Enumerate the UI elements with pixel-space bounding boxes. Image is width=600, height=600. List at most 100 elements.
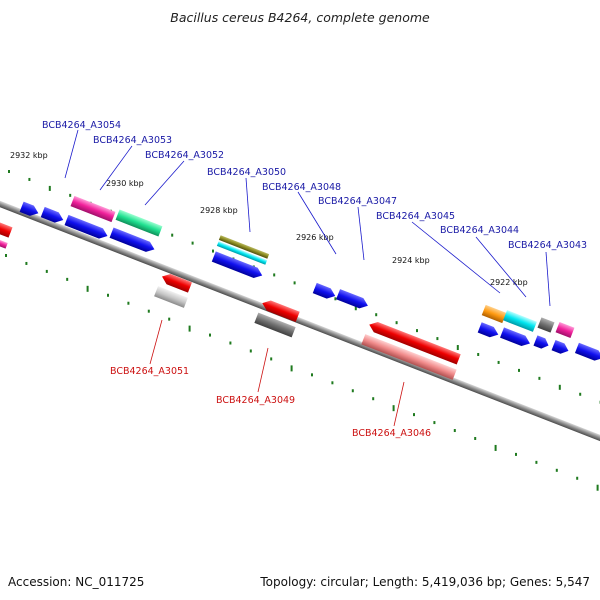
gene-label[interactable]: BCB4264_A3048 — [262, 182, 341, 193]
label-leader-line — [297, 191, 337, 255]
gene-block[interactable] — [361, 334, 457, 380]
label-leader-line — [257, 347, 269, 393]
inner-tick — [107, 293, 109, 297]
inner-tick — [351, 389, 354, 393]
outer-tick — [28, 177, 31, 181]
gene-block[interactable] — [218, 235, 270, 259]
ruler-label: 2928 kbp — [200, 206, 238, 215]
label-leader-line — [411, 221, 501, 294]
outer-tick — [273, 273, 276, 277]
inner-tick — [45, 269, 48, 273]
label-leader-line — [393, 381, 405, 427]
outer-tick — [191, 241, 194, 245]
outer-tick — [518, 368, 520, 372]
label-leader-line — [545, 251, 551, 307]
gene-arrow[interactable] — [260, 298, 300, 323]
inner-tick — [5, 254, 7, 257]
outer-tick — [354, 305, 357, 311]
ruler-label: 2922 kbp — [490, 278, 528, 287]
outer-tick — [48, 185, 51, 191]
gene-block[interactable] — [254, 312, 296, 338]
label-leader-line — [99, 145, 133, 191]
gene-block[interactable] — [0, 239, 8, 249]
gene-arrow[interactable] — [574, 342, 600, 363]
gene-label[interactable]: BCB4264_A3052 — [145, 150, 224, 161]
genome-backbone — [0, 197, 600, 451]
ruler-label: 2924 kbp — [392, 256, 430, 265]
inner-tick — [209, 333, 211, 337]
gene-arrow[interactable] — [40, 206, 65, 225]
gene-arrow[interactable] — [109, 227, 157, 255]
inner-tick — [433, 421, 436, 425]
inner-tick — [66, 277, 69, 281]
gene-arrow[interactable] — [500, 327, 532, 348]
gene-arrow[interactable] — [477, 322, 501, 340]
genome-summary-text: Topology: circular; Length: 5,419,036 bp… — [259, 575, 590, 589]
gene-arrow[interactable] — [533, 335, 550, 350]
inner-tick — [290, 365, 293, 372]
gene-arrow[interactable] — [160, 271, 192, 293]
gene-block[interactable] — [154, 286, 188, 308]
gene-block[interactable] — [115, 209, 163, 237]
outer-tick — [477, 352, 480, 356]
inner-tick — [392, 405, 395, 412]
gene-label[interactable]: BCB4264_A3045 — [376, 211, 455, 222]
gene-block[interactable] — [481, 304, 507, 324]
gene-block[interactable] — [555, 321, 575, 339]
inner-tick — [413, 413, 415, 417]
gene-label[interactable]: BCB4264_A3046 — [352, 428, 431, 439]
gene-arrow[interactable] — [312, 282, 337, 301]
outer-tick — [416, 329, 418, 333]
outer-tick — [497, 360, 500, 364]
label-leader-line — [64, 129, 79, 179]
gene-label[interactable]: BCB4264_A3053 — [93, 135, 172, 146]
gene-label[interactable]: BCB4264_A3054 — [42, 120, 121, 131]
gene-arrow[interactable] — [211, 251, 264, 280]
gene-arrow[interactable] — [367, 319, 461, 365]
gene-label[interactable]: BCB4264_A3047 — [318, 196, 397, 207]
inner-tick — [249, 349, 252, 353]
inner-tick-track — [5, 254, 599, 491]
inner-tick — [372, 397, 375, 401]
outer-tick — [293, 281, 296, 285]
inner-tick — [331, 381, 334, 385]
label-leader-line — [144, 160, 185, 206]
inner-tick — [576, 476, 579, 480]
gene-label[interactable]: BCB4264_A3051 — [110, 366, 189, 377]
accession-text: Accession: NC_011725 — [8, 575, 144, 589]
gene-block[interactable] — [216, 241, 268, 265]
gene-label[interactable]: BCB4264_A3043 — [508, 240, 587, 251]
gene-block[interactable] — [503, 310, 537, 332]
label-leader-line — [475, 236, 527, 298]
ruler-label: 2932 kbp — [10, 151, 48, 160]
outer-tick — [538, 376, 541, 380]
gene-label[interactable]: BCB4264_A3050 — [207, 167, 286, 178]
inner-tick — [515, 452, 517, 456]
outer-tick — [395, 321, 398, 325]
outer-tick — [69, 193, 72, 197]
inner-tick — [25, 261, 28, 265]
inner-tick — [535, 460, 538, 464]
inner-tick — [188, 325, 191, 332]
gene-label[interactable]: BCB4264_A3044 — [440, 225, 519, 236]
inner-tick — [86, 285, 89, 292]
inner-tick — [147, 309, 150, 313]
outer-tick — [171, 233, 174, 237]
gene-label[interactable]: BCB4264_A3049 — [216, 395, 295, 406]
gene-arrow[interactable] — [64, 214, 110, 241]
outer-tick — [212, 249, 214, 253]
gene-arrow[interactable] — [19, 201, 41, 219]
inner-tick — [311, 373, 313, 377]
gene-block[interactable] — [0, 222, 13, 238]
gene-track — [0, 195, 600, 380]
ruler-label: 2926 kbp — [296, 233, 334, 242]
inner-tick — [494, 444, 497, 451]
gene-arrow[interactable] — [551, 339, 571, 356]
gene-arrow[interactable] — [336, 289, 370, 311]
outer-tick — [375, 313, 378, 317]
forward-gene-labels: BCB4264_A3054BCB4264_A3053BCB4264_A3052B… — [42, 120, 587, 251]
gene-block[interactable] — [537, 317, 555, 333]
gene-block[interactable] — [70, 195, 116, 223]
